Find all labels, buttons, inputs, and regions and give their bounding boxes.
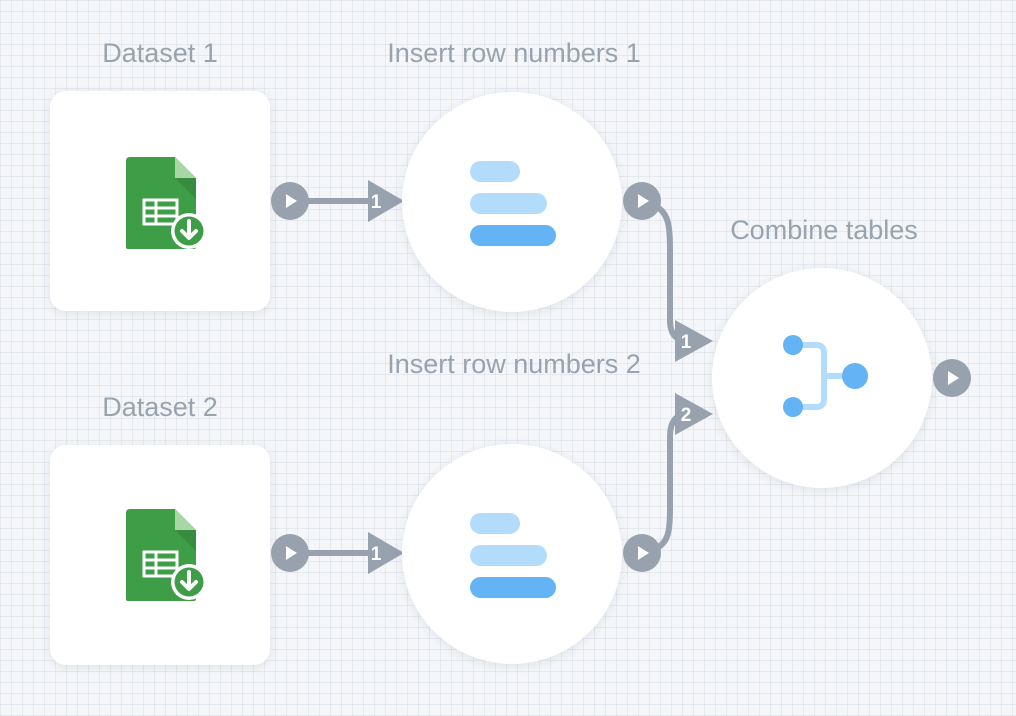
dataset1-output-port[interactable] <box>271 182 309 220</box>
edge-insert2-to-combine <box>654 411 691 551</box>
insert1-node[interactable] <box>402 92 622 312</box>
edge-insert1-to-combine <box>654 204 691 344</box>
insert2-node[interactable] <box>402 444 622 664</box>
dataset1-label: Dataset 1 <box>102 38 218 68</box>
insert1-label: Insert row numbers 1 <box>387 38 641 68</box>
arrowhead-insert1-in <box>368 180 404 222</box>
spreadsheet-download-icon <box>126 157 207 249</box>
spreadsheet-download-icon <box>126 509 207 601</box>
insert1-output-port[interactable] <box>623 182 661 220</box>
arrowhead-combine-in-1 <box>675 320 713 362</box>
arrowhead-combine-in-2 <box>675 393 713 435</box>
arrowhead-insert2-in <box>368 532 404 574</box>
combine-icon <box>783 335 868 417</box>
combine-node[interactable] <box>712 268 932 488</box>
dataset2-node[interactable] <box>50 445 270 665</box>
insert2-output-port[interactable] <box>623 534 661 572</box>
dataset1-node[interactable] <box>50 91 270 311</box>
combine-output-port[interactable] <box>933 359 971 397</box>
combine-label: Combine tables <box>730 215 918 245</box>
row-numbers-icon <box>470 513 556 598</box>
insert2-label: Insert row numbers 2 <box>387 349 641 379</box>
insert1-input-number: 1 <box>370 192 382 213</box>
dataset2-label: Dataset 2 <box>102 392 218 422</box>
row-numbers-icon <box>470 161 556 246</box>
insert2-input-number: 1 <box>370 544 382 565</box>
combine-input-1-number: 1 <box>680 332 692 353</box>
dataset2-output-port[interactable] <box>271 534 309 572</box>
combine-input-2-number: 2 <box>680 405 692 426</box>
